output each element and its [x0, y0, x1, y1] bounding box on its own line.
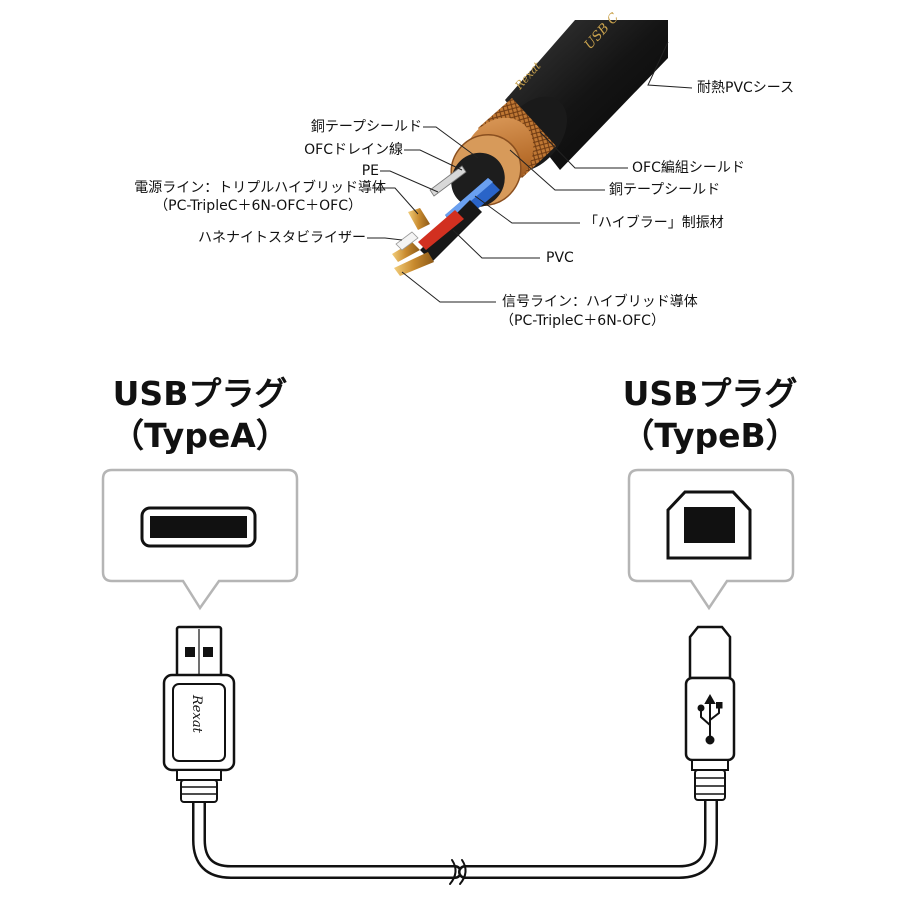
type-b-title-line-2: （TypeB）	[621, 416, 799, 455]
type-b-title-line-1: USBプラグ	[622, 374, 798, 413]
label-pe: PE	[361, 163, 379, 179]
signal-conductor	[394, 252, 434, 276]
label-signal-line-2: （PC-TripleC＋6N-OFC）	[500, 313, 665, 329]
type-a-title-line-2: （TypeA）	[111, 416, 289, 455]
red-wire	[418, 210, 464, 250]
label-power-line-2: （PC-TripleC＋6N-OFC＋OFC）	[154, 198, 362, 214]
label-ofc-braid: OFC編組シールド	[632, 160, 745, 176]
type-a-plug-brand: Rexat	[189, 694, 204, 734]
cable-cross-section: Rexat USB C	[392, 10, 668, 276]
leader-lines	[367, 41, 693, 303]
label-copper-tape-outer: 銅テープシールド	[609, 182, 721, 198]
label-hanenite: ハネナイトスタビライザー	[198, 230, 366, 246]
type-a-title-line-1: USBプラグ	[112, 374, 288, 413]
label-ofc-drain: OFCドレイン線	[304, 142, 403, 158]
label-pvc-jacket: 耐熱PVCシース	[697, 80, 795, 96]
black-wire	[420, 200, 482, 262]
label-power-line-1: 電源ライン：トリプルハイブリッド導体	[134, 180, 386, 196]
cable-break-mark	[449, 859, 467, 885]
usb-icon	[697, 693, 723, 745]
label-hybrar: 「ハイブラー」制振材	[584, 215, 724, 231]
label-copper-tape-inner: 銅テープシールド	[310, 119, 422, 135]
label-pvc: PVC	[546, 250, 574, 266]
usb-cable	[192, 793, 718, 885]
label-signal-line-1: 信号ライン：ハイブリッド導体	[502, 294, 698, 310]
type-a-plug: Rexat	[162, 625, 236, 803]
type-a-callout	[101, 468, 299, 611]
drain-wire	[429, 165, 467, 197]
power-conductor	[408, 208, 430, 230]
type-b-plug	[684, 625, 736, 801]
type-b-callout	[627, 468, 795, 611]
